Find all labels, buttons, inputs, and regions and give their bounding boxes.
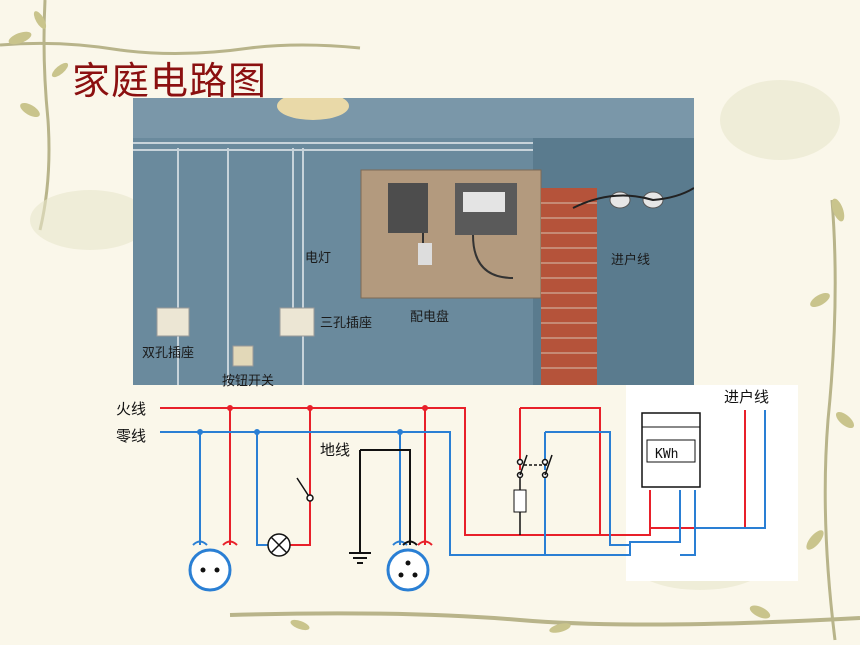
main-switch [516, 454, 553, 479]
push-switch [232, 345, 254, 367]
two-hole-outlet-symbol [188, 540, 238, 592]
label-live-wire: 火线 [116, 400, 147, 418]
label-ground-wire: 地线 [320, 441, 351, 459]
label-lamp: 电灯 [305, 251, 332, 266]
label-neutral-wire: 零线 [116, 427, 147, 445]
ground-wire [349, 449, 411, 564]
three-hole-outlet-symbol [386, 540, 433, 592]
two-hole-outlet [156, 307, 190, 337]
slide-title: 家庭电路图 [72, 59, 268, 103]
fuse [513, 478, 527, 535]
lamp-symbol [267, 533, 291, 557]
meter-label: KWh [655, 447, 679, 462]
brick-column [541, 188, 597, 385]
label-two-hole-outlet: 双孔插座 [142, 346, 195, 361]
lamp-switch [296, 477, 314, 502]
label-incoming-photo: 进户线 [611, 253, 651, 268]
three-hole-outlet [279, 307, 315, 337]
label-distribution-panel: 配电盘 [410, 310, 450, 325]
household-wiring-illustration [133, 98, 694, 385]
circuit-schematic [160, 405, 766, 592]
label-incoming-circuit: 进户线 [724, 388, 770, 406]
label-three-hole-outlet: 三孔插座 [320, 316, 373, 331]
label-push-switch: 按钮开关 [222, 374, 275, 389]
ceiling-lamp [277, 98, 349, 120]
kwh-meter [641, 412, 701, 488]
